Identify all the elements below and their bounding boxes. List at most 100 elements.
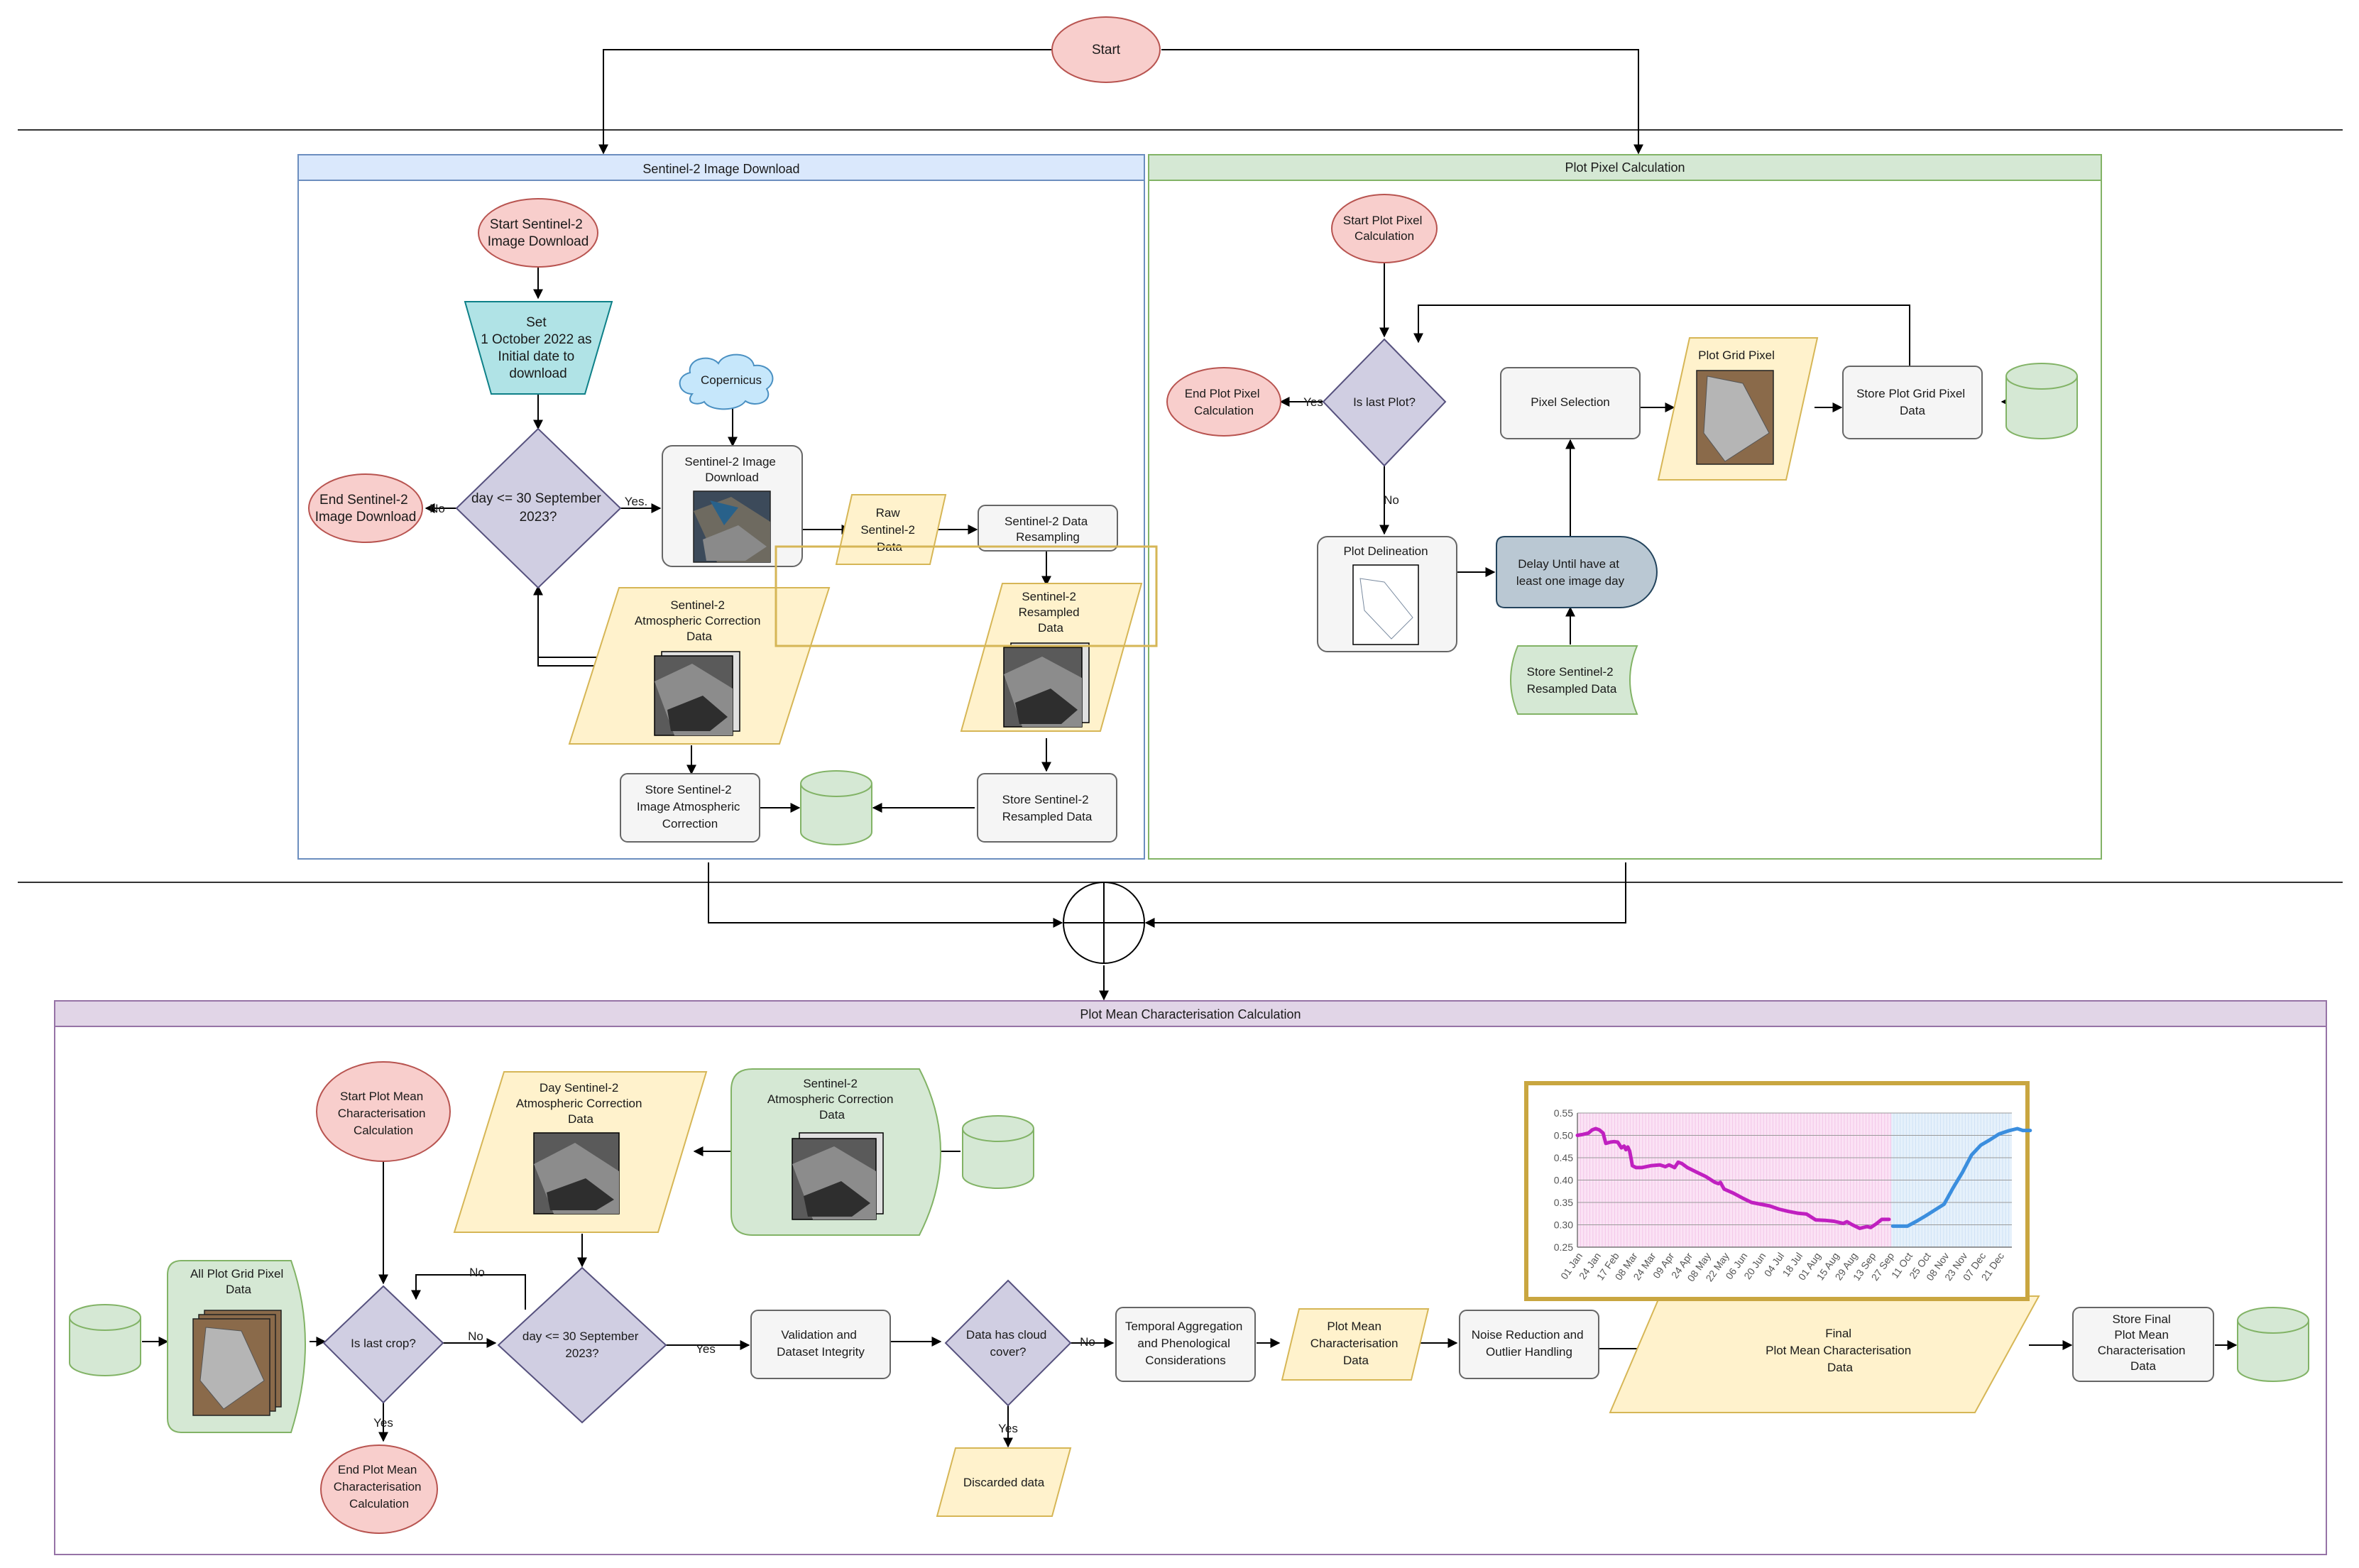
set-date-line1: Set — [526, 315, 547, 330]
svg-text:End Plot Mean Characteri: End Plot Mean Characterisation Calculati… — [334, 1463, 425, 1511]
resampling-line1: Sentinel-2 Data — [1005, 515, 1088, 528]
satellite-thumbnail-atmos — [654, 651, 740, 736]
mean-no-label: No — [469, 1266, 485, 1279]
satellite-thumbnail-mean-atmos — [792, 1132, 884, 1220]
download-decision: day <= 30 September 2023? — [455, 427, 622, 589]
store-final-line4: Data — [2130, 1359, 2156, 1373]
pixel-end-line2: Calculation — [1194, 404, 1254, 417]
y-tick-label: 0.45 — [1554, 1152, 1573, 1163]
mean-end-node: End Plot Mean Characterisation Calculati… — [320, 1444, 438, 1534]
store-final-node: Store Final Plot Mean Characterisation D… — [2072, 1307, 2214, 1382]
download-yes-label: Yes. — [625, 495, 647, 508]
svg-text:Sentinel-2 Atmospheric C: Sentinel-2 Atmospheric Correction Data — [635, 598, 764, 643]
atmos-line2: Atmospheric Correction — [635, 614, 761, 627]
svg-text:Store Final Plot Mean: Store Final Plot Mean Characterisation D… — [2098, 1312, 2189, 1373]
svg-text:Store Plot Grid Pixel Da: Store Plot Grid Pixel Data — [1856, 387, 1969, 417]
grid-pixel-node: Plot Grid Pixel — [1657, 337, 1819, 481]
resampled-data-node: Sentinel-2 Resampled Data — [960, 583, 1143, 732]
svg-text:Delay Until have at leas: Delay Until have at least one image day — [1516, 557, 1625, 588]
copernicus-label: Copernicus — [701, 373, 762, 387]
plot-outline-thumbnail — [1352, 564, 1419, 645]
svg-text:Start Plot Mean Characte: Start Plot Mean Characterisation Calcula… — [338, 1090, 429, 1137]
pixel-yes-label: Yes — [1303, 395, 1323, 409]
y-tick-label: 0.35 — [1554, 1197, 1573, 1208]
mean-atmos-line2: Atmospheric Correction — [767, 1092, 894, 1106]
svg-text:End Sentinel-2 Image Dow: End Sentinel-2 Image Download — [315, 493, 417, 525]
pmc-line1: Plot Mean — [1327, 1320, 1381, 1333]
pmc-node: Plot Mean Characterisation Data — [1281, 1308, 1430, 1381]
cloud-line1: Data has cloud — [966, 1328, 1046, 1342]
image-download-line1: Sentinel-2 Image — [684, 455, 776, 468]
svg-text:Validation and Dataset I: Validation and Dataset Integrity — [777, 1328, 865, 1359]
satellite-thumbnail-day — [533, 1132, 620, 1215]
download-decision-line2: 2023? — [520, 510, 557, 525]
svg-text:Plot Mean Characterisati: Plot Mean Characterisation Data — [1310, 1320, 1402, 1367]
delay-line2: least one image day — [1516, 574, 1625, 588]
set-date-line3: Initial date to — [498, 349, 574, 364]
svg-text:Temporal Aggregation and: Temporal Aggregation and Phenological Co… — [1125, 1320, 1246, 1367]
image-download-line2: Download — [705, 471, 759, 484]
mean-start-node: Start Plot Mean Characterisation Calcula… — [316, 1061, 451, 1162]
temporal-node: Temporal Aggregation and Phenological Co… — [1115, 1307, 1256, 1382]
svg-text:Start Plot Pixel Calcula: Start Plot Pixel Calculation — [1343, 214, 1425, 243]
svg-text:Day Sentinel-2 Atmospher: Day Sentinel-2 Atmospheric Correction Da… — [516, 1081, 645, 1126]
y-tick-label: 0.40 — [1554, 1175, 1573, 1186]
raw-data-node: Raw Sentinel-2 Data — [835, 494, 947, 565]
mean-yes-label: Yes — [696, 1342, 716, 1356]
svg-text:Sentinel-2 Data Resampli: Sentinel-2 Data Resampling — [1005, 515, 1091, 544]
lane-mean-title: Plot Mean Characterisation Calculation — [1080, 1007, 1301, 1021]
lane-download-title: Sentinel-2 Image Download — [642, 162, 799, 176]
discarded-label: Discarded data — [963, 1476, 1045, 1489]
grid-pixel-label: Plot Grid Pixel — [1698, 349, 1775, 362]
final-line3: Data — [1827, 1361, 1853, 1374]
copernicus-cloud: Copernicus — [679, 353, 774, 410]
store-grid-line1: Store Plot Grid Pixel — [1856, 387, 1965, 400]
day-atmos-line1: Day Sentinel-2 — [540, 1081, 619, 1095]
mean-atmos-database — [962, 1115, 1034, 1189]
delineation-node: Plot Delineation — [1317, 536, 1457, 652]
lane-pixel-title: Plot Pixel Calculation — [1565, 160, 1685, 175]
download-end-node: End Sentinel-2 Image Download — [308, 473, 423, 543]
series-line-1 — [1575, 1126, 1891, 1230]
noise-line2: Outlier Handling — [1486, 1345, 1572, 1359]
svg-text:All Plot Grid Pixel Data: All Plot Grid Pixel Data — [190, 1267, 287, 1296]
pixel-decision: Is last Plot? — [1322, 338, 1447, 467]
last-crop-decision: Is last crop? — [322, 1285, 444, 1404]
mean-decision-line1: day <= 30 September — [522, 1329, 639, 1343]
pixel-start-line1: Start Plot Pixel — [1343, 214, 1423, 227]
discarded-node: Discarded data — [936, 1447, 1072, 1517]
download-end-line1: End Sentinel-2 — [319, 493, 408, 508]
store-grid-line1b: Data — [1900, 404, 1925, 417]
all-grid-line2: Data — [226, 1283, 251, 1296]
download-start-node: Start Sentinel-2 Image Download — [478, 198, 598, 268]
store-resampled-pixel-line1: Store Sentinel-2 — [1527, 665, 1614, 679]
cloud-line2: cover? — [990, 1345, 1026, 1359]
svg-text:Store Sentinel-2 Resampl: Store Sentinel-2 Resampled Data — [1527, 665, 1617, 696]
satellite-thumbnail-raw — [693, 490, 771, 563]
final-node: Final Plot Mean Characterisation Data — [1609, 1295, 2040, 1413]
store-atmos-node: Store Sentinel-2 Image Atmospheric Corre… — [620, 773, 760, 843]
mean-yes3-label: Yes — [373, 1416, 393, 1430]
svg-text:Sentinel-2 Atmospheric C: Sentinel-2 Atmospheric Correction Data — [767, 1077, 897, 1122]
validation-line1: Validation and — [781, 1328, 857, 1342]
pixel-selection-label: Pixel Selection — [1531, 395, 1610, 409]
svg-text:Noise Reduction and Outl: Noise Reduction and Outlier Handling — [1472, 1328, 1587, 1359]
atmos-line1: Sentinel-2 — [670, 598, 725, 612]
store-final-line1: Store Final — [2113, 1312, 2171, 1326]
y-tick-label: 0.55 — [1554, 1107, 1573, 1119]
y-tick-label: 0.30 — [1554, 1219, 1573, 1231]
day-atmos-node: Day Sentinel-2 Atmospheric Correction Da… — [453, 1071, 708, 1233]
pixel-end-node: End Plot Pixel Calculation — [1166, 367, 1281, 437]
mean-yes2-label: Yes — [998, 1422, 1018, 1435]
mean-no2-label: No — [468, 1329, 483, 1343]
set-date-line2: 1 October 2022 as — [481, 332, 591, 347]
pixel-database — [2005, 363, 2078, 439]
store-resampled-node: Store Sentinel-2 Resampled Data — [977, 773, 1117, 843]
raw-line1: Raw — [876, 506, 901, 520]
mean-decision: day <= 30 September 2023? — [497, 1266, 667, 1424]
mean-left-database — [69, 1304, 141, 1376]
day-atmos-line2: Atmospheric Correction — [516, 1097, 642, 1110]
store-final-line3: Characterisation — [2098, 1344, 2186, 1357]
